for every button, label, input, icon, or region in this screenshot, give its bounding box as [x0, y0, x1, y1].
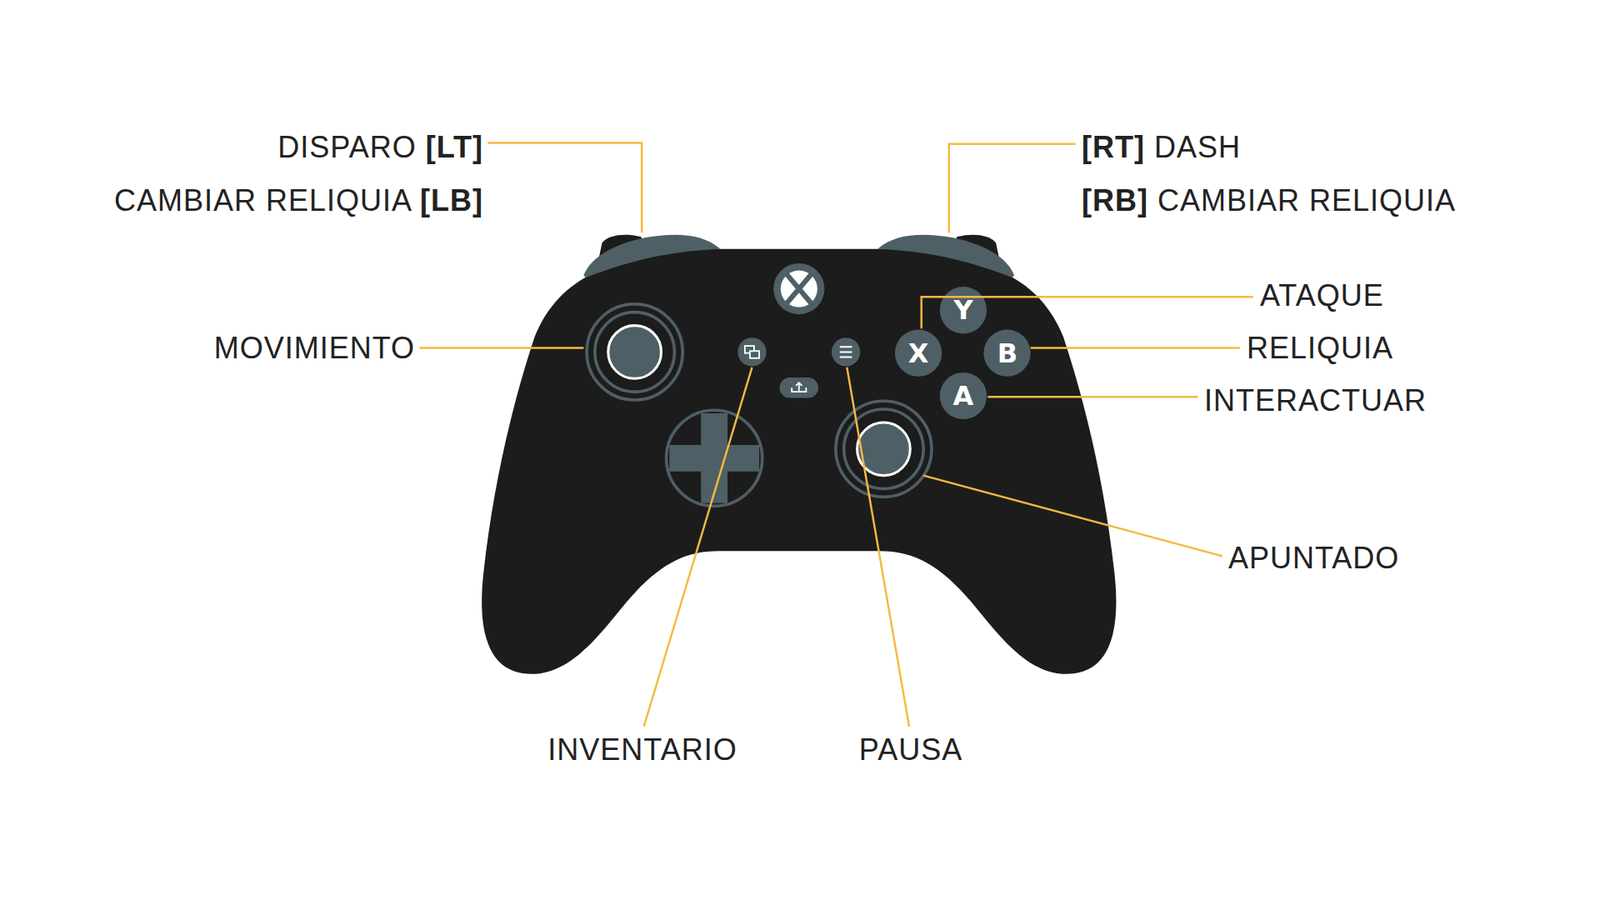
button-label: ATAQUE [1260, 279, 1385, 313]
trigger-label: [RT] DASH [1081, 130, 1241, 165]
bumper-label: CAMBIAR RELIQUIA [LB] [114, 184, 484, 218]
leader-line [949, 144, 1076, 234]
leader-line [923, 475, 1223, 557]
b-button [983, 330, 1030, 377]
menu-button [840, 346, 853, 357]
controller-body [481, 249, 1116, 675]
leader-line [987, 395, 1198, 398]
stick-label: MOVIMIENTO [214, 331, 415, 365]
leader-lines [419, 142, 1253, 726]
button-label: PAUSA [859, 733, 963, 767]
button-label: INVENTARIO [547, 733, 737, 767]
leader-line [921, 296, 1254, 329]
right-bumper [877, 235, 1015, 278]
controller [481, 235, 1116, 675]
leader-line [644, 367, 753, 727]
right-stick [835, 400, 932, 497]
left-stick [595, 312, 675, 393]
xbox-logo [773, 263, 825, 315]
button-letter: A [953, 382, 975, 410]
left-stick [586, 304, 683, 400]
y-button [940, 286, 987, 334]
left-bumper [583, 235, 720, 278]
left-stick [608, 325, 662, 380]
xbox-logo [787, 275, 810, 303]
button-letter: X [908, 340, 930, 367]
menu-button [831, 337, 860, 366]
leader-line [419, 346, 584, 349]
button-label: RELIQUIA [1246, 331, 1394, 365]
view-button [750, 350, 760, 359]
leader-line [487, 142, 642, 233]
xbox-logo [780, 270, 818, 307]
view-button [737, 337, 766, 366]
stick-label: APUNTADO [1228, 541, 1400, 575]
share-button [791, 382, 806, 392]
bumper-label: [RB] CAMBIAR RELIQUIA [1081, 184, 1456, 218]
button-letter: B [997, 340, 1018, 367]
x-button [895, 330, 942, 377]
trigger-label: DISPARO [LT] [277, 130, 484, 165]
a-button [940, 372, 987, 420]
leader-line [1030, 346, 1240, 349]
leader-line [846, 367, 910, 727]
button-label: INTERACTUAR [1204, 384, 1427, 418]
share-button [780, 377, 820, 398]
button-letter: Y [953, 296, 973, 324]
